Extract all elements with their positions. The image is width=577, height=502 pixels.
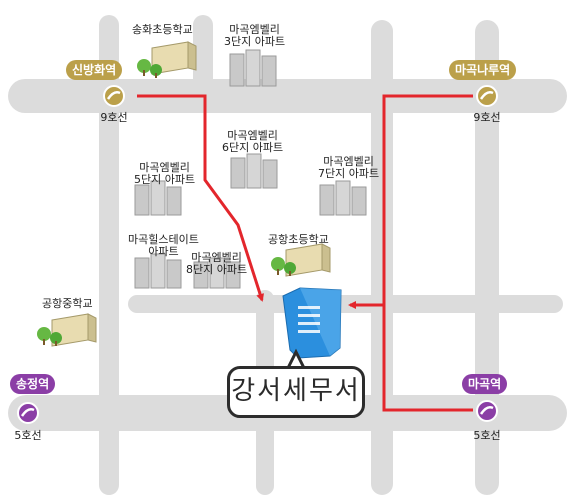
road-north (8, 79, 567, 113)
apartment-icon (134, 253, 182, 289)
metro-line9-icon (103, 85, 125, 107)
station-badge-songjeong[interactable]: 송정역 (10, 374, 56, 394)
station-badge-magok[interactable]: 마곡역 (462, 374, 508, 394)
road-west (99, 15, 119, 495)
apartment-icon (229, 49, 277, 87)
road-north-stub (193, 15, 213, 110)
line-label-magok: 5호선 (473, 429, 501, 442)
metro-line5-icon (476, 400, 498, 422)
metro-line9-icon (476, 85, 498, 107)
route-from-sinbanghwa (137, 94, 264, 302)
apartment-icon (134, 180, 182, 216)
landmark-label-songhwa-elementary: 송화초등학교 (132, 23, 193, 36)
school-icon (271, 243, 331, 277)
school-icon (37, 313, 97, 347)
apartment-icon (319, 180, 367, 216)
route-from-magongnaru (348, 94, 473, 309)
line-label-songjeong: 5호선 (14, 429, 42, 442)
line-label-magongnaru: 9호선 (473, 111, 501, 124)
line-label-sinbanghwa: 9호선 (100, 111, 128, 124)
landmark-label-gonghang-middle: 공항중학교 (42, 297, 93, 310)
route-from-magok (382, 305, 473, 412)
road-middle (128, 295, 563, 313)
apartment-icon (193, 257, 241, 289)
destination-callout[interactable]: 강서세무서 (227, 366, 365, 418)
tax-office-building-icon (282, 287, 342, 359)
road-east-center (371, 20, 393, 495)
school-icon (137, 41, 197, 78)
apartment-icon (230, 153, 278, 189)
metro-line5-icon (17, 402, 39, 424)
landmark-label-gonghang-elementary: 공항초등학교 (268, 233, 329, 246)
station-badge-magongnaru[interactable]: 마곡나루역 (449, 60, 517, 80)
station-badge-sinbanghwa[interactable]: 신방화역 (66, 60, 123, 80)
